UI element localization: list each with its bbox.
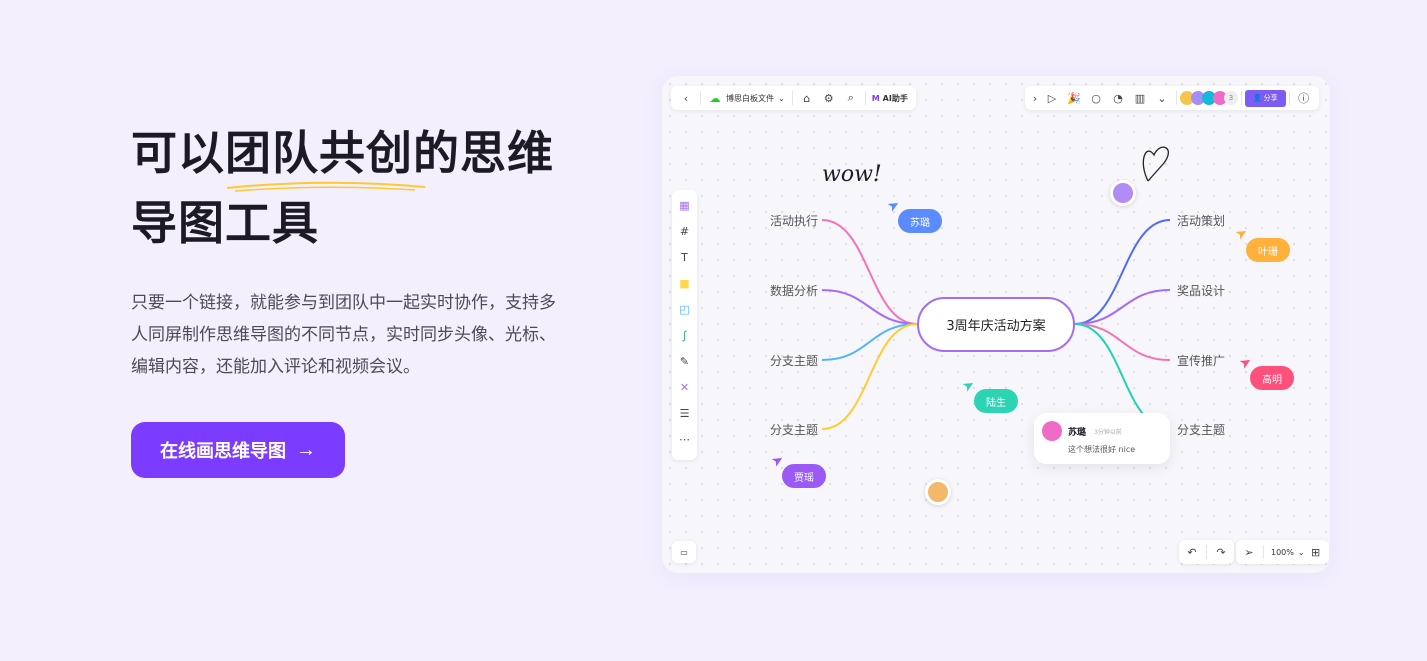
mindmap-branch — [821, 219, 918, 325]
search-icon[interactable]: ⌕ — [847, 91, 854, 104]
pen-icon[interactable]: ✎ — [679, 354, 690, 368]
template-icon[interactable]: ▦ — [679, 198, 690, 212]
cursor-label: 贾瑶 — [782, 464, 826, 488]
avatar-group[interactable]: 3 — [1180, 91, 1238, 105]
top-right-toolbar: › ▷ 🎉 ○ ◔ ▥ ⌄ 3 👤 分享 ⓘ — [1025, 86, 1319, 110]
chevron-down-icon[interactable]: ⌄ — [1297, 547, 1305, 557]
more-icon[interactable]: ⋯ — [679, 432, 690, 446]
arrow-right-icon: → — [296, 438, 316, 461]
map-icon[interactable]: ⊞ — [1310, 545, 1321, 559]
title-underline — [226, 181, 426, 192]
pointer-icon[interactable]: ➢ — [1244, 545, 1254, 559]
comment-text: 这个想法很好 nice — [1068, 445, 1136, 454]
file-name[interactable]: 博思白板文件 — [726, 93, 774, 103]
comment-time: 3分钟以前 — [1094, 429, 1122, 436]
timer-icon[interactable]: ◔ — [1113, 91, 1123, 105]
cloud-icon: ☁ — [709, 91, 721, 105]
avatar — [925, 479, 951, 505]
connector-icon[interactable]: ∫ — [681, 328, 688, 342]
minimap-button[interactable]: ▭ — [672, 541, 696, 563]
cursor-label: 高明 — [1250, 366, 1294, 390]
avatar — [1110, 180, 1136, 206]
mindmap-center-node[interactable]: 3周年庆活动方案 — [917, 297, 1075, 352]
mindmap-branch — [1074, 289, 1171, 325]
play-icon[interactable]: ▷ — [1047, 91, 1057, 105]
undo-redo-bar: ↶↷ — [1179, 540, 1234, 564]
mindmap-node[interactable]: 宣传推广 — [1177, 354, 1226, 368]
mindmap-branch — [1074, 323, 1171, 361]
tag-icon[interactable]: ⌂ — [803, 91, 811, 105]
hero-description: 只要一个链接，就能参与到团队中一起实时协作，支持多人同屏制作思维导图的不同节点，… — [131, 293, 556, 377]
frame-icon[interactable]: # — [679, 224, 690, 238]
share-button[interactable]: 👤 分享 — [1245, 89, 1286, 107]
mindmap-branch — [821, 289, 918, 325]
chevron-right-icon[interactable]: › — [1032, 91, 1038, 105]
back-icon[interactable]: ‹ — [683, 91, 689, 105]
text-icon[interactable]: T — [681, 250, 688, 264]
mindmap-node[interactable]: 数据分析 — [770, 284, 819, 298]
left-toolbar: ▦ # T ■ ◰ ∫ ✎ ✕ ☰ ⋯ — [672, 190, 697, 460]
comment-card[interactable]: 苏璐 3分钟以前 这个想法很好 nice — [1034, 413, 1170, 464]
redo-icon[interactable]: ↷ — [1216, 545, 1226, 559]
zoom-bar: ➢ 100%⌄ ⊞ — [1236, 540, 1329, 564]
chevron-down-icon[interactable]: ⌄ — [778, 93, 785, 103]
mindmap-branch — [1074, 219, 1171, 325]
mindmap-node[interactable]: 活动策划 — [1177, 214, 1226, 228]
chart-icon[interactable]: ▥ — [1134, 91, 1146, 105]
shape-icon[interactable]: ◰ — [679, 302, 690, 316]
ai-logo-icon: M — [871, 93, 880, 103]
comment-icon[interactable]: ○ — [1091, 91, 1101, 105]
minimap-icon: ▭ — [680, 547, 688, 557]
help-icon[interactable]: ⓘ — [1298, 92, 1310, 105]
list-icon[interactable]: ☰ — [679, 406, 690, 420]
zoom-level[interactable]: 100% — [1271, 547, 1294, 557]
gear-icon[interactable]: ⚙ — [823, 91, 834, 105]
undo-icon[interactable]: ↶ — [1187, 545, 1197, 559]
ai-assistant-button[interactable]: AI助手 — [882, 93, 908, 103]
mindmap-icon[interactable]: ✕ — [679, 380, 690, 394]
mindmap-node[interactable]: 分支主题 — [770, 354, 819, 368]
mindmap-node[interactable]: 奖品设计 — [1177, 284, 1226, 298]
cta-button[interactable]: 在线画思维导图 → — [131, 422, 345, 478]
mindmap-node[interactable]: 分支主题 — [770, 423, 819, 437]
doodle-heart — [1142, 146, 1169, 182]
doodle-wow: wow! — [822, 162, 882, 187]
mindmap-node[interactable]: 活动执行 — [770, 214, 819, 228]
mindmap-branch — [821, 323, 918, 430]
sticky-note-icon[interactable]: ■ — [679, 276, 690, 290]
celebrate-icon[interactable]: 🎉 — [1067, 91, 1081, 105]
cursor-label: 陆生 — [974, 389, 1018, 413]
mindmap-node[interactable]: 分支主题 — [1177, 423, 1226, 437]
cta-label: 在线画思维导图 — [160, 441, 286, 461]
cursor-label: 苏璐 — [898, 209, 942, 233]
collaborator-count: 3 — [1224, 91, 1238, 105]
page-title: 可以团队共创的思维导图工具 — [131, 126, 554, 250]
comment-author: 苏璐 — [1068, 428, 1087, 438]
mindmap-branch — [821, 323, 918, 361]
avatar — [1042, 421, 1062, 441]
cursor-label: 叶珊 — [1246, 238, 1290, 262]
chevrons-down-icon[interactable]: ⌄ — [1157, 91, 1167, 105]
